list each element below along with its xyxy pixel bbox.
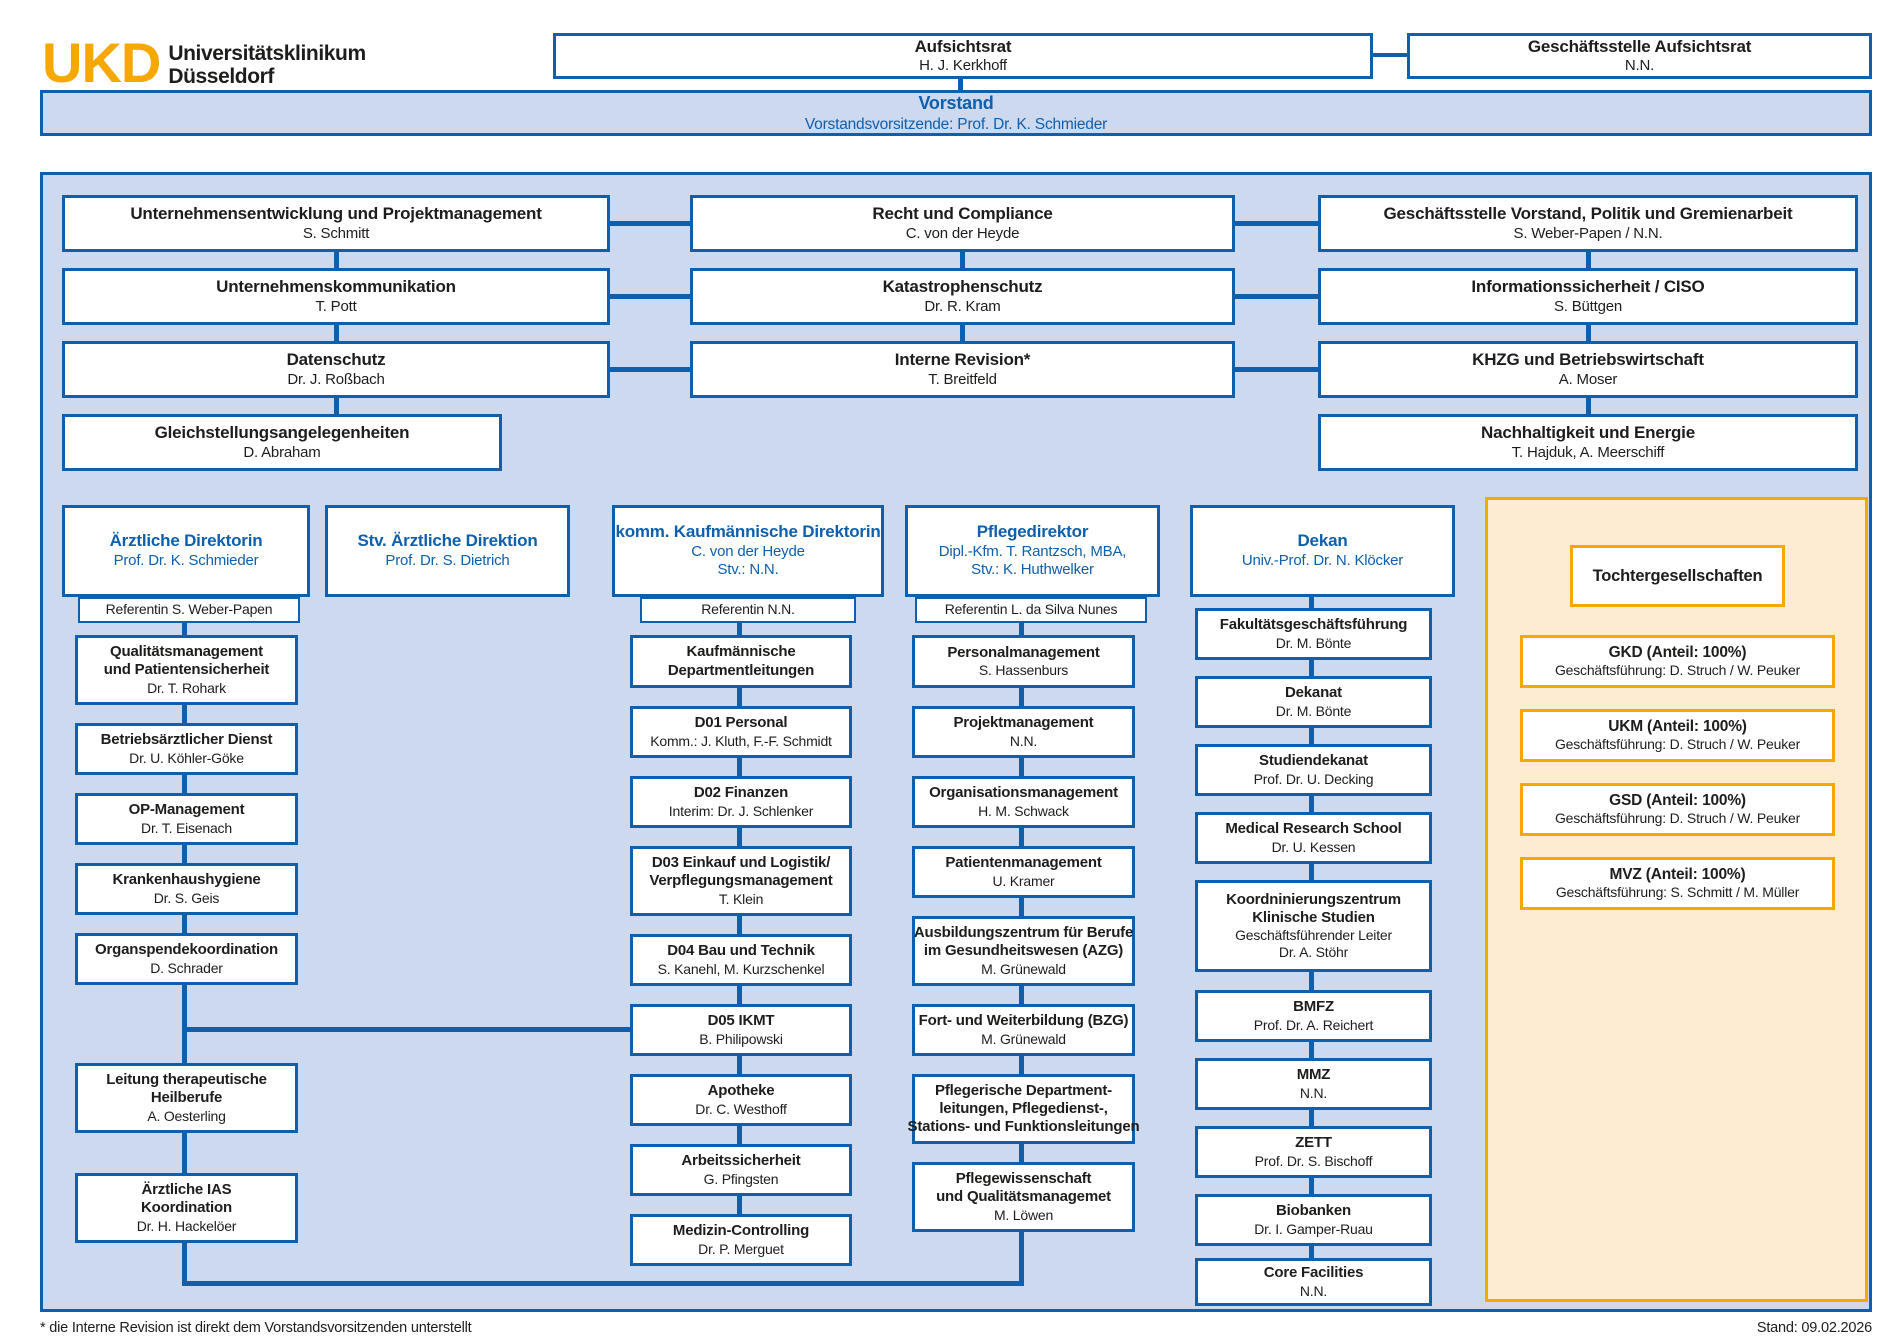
connector-grid-horizontal — [1235, 367, 1318, 372]
connector-grid-vertical — [1586, 398, 1591, 414]
connector-aufsichtsrat-geschaeftsstelle — [1373, 53, 1407, 57]
staff-box: Unternehmensentwicklung und Projektmanag… — [62, 195, 610, 252]
geschaeftsstelle-name: N.N. — [1624, 57, 1655, 75]
aufsichtsrat-box: Aufsichtsrat H. J. Kerkhoff — [553, 33, 1373, 79]
department-box: Fort- und Weiterbildung (BZG)M. Grünewal… — [912, 1004, 1135, 1056]
aufsichtsrat-name: H. J. Kerkhoff — [919, 57, 1007, 75]
referentin-box: Referentin N.N. — [640, 597, 856, 623]
subsidiary-box: MVZ (Anteil: 100%)Geschäftsführung: S. S… — [1520, 857, 1835, 910]
vorstand-bar: Vorstand Vorstandsvorsitzende: Prof. Dr.… — [40, 90, 1872, 136]
vorstand-title: Vorstand — [918, 93, 994, 114]
subsidiary-box: UKM (Anteil: 100%)Geschäftsführung: D. S… — [1520, 709, 1835, 762]
department-box: Pflegerische Department-leitungen, Pfleg… — [908, 1074, 1140, 1144]
connector-ikmt-branch — [184, 1027, 632, 1032]
aufsichtsrat-title: Aufsichtsrat — [914, 37, 1012, 56]
subsidiaries-title-box: Tochtergesellschaften — [1570, 545, 1785, 607]
geschaeftsstelle-aufsichtsrat-box: Geschäftsstelle Aufsichtsrat N.N. — [1407, 33, 1872, 79]
referentin-box: Referentin S. Weber-Papen — [78, 597, 300, 623]
connector-column-spine — [737, 595, 742, 1240]
geschaeftsstelle-title: Geschäftsstelle Aufsichtsrat — [1527, 37, 1752, 56]
department-box: D03 Einkauf und Logistik/Verpflegungsman… — [630, 846, 852, 916]
ukd-logo-abbr: UKD — [42, 31, 161, 94]
connector-bottom-link — [182, 1281, 1024, 1286]
connector-grid-vertical — [960, 325, 965, 341]
connector-aufsichtsrat-vorstand — [958, 78, 963, 91]
connector-grid-vertical — [960, 252, 965, 268]
vorstand-subtitle: Vorstandsvorsitzende: Prof. Dr. K. Schmi… — [804, 115, 1108, 133]
connector-grid-horizontal — [1235, 294, 1318, 299]
connector-grid-vertical — [1586, 325, 1591, 341]
staff-box: Geschäftsstelle Vorstand, Politik und Gr… — [1318, 195, 1858, 252]
referentin-box: Referentin L. da Silva Nunes — [915, 597, 1147, 623]
connector-grid-horizontal — [1235, 221, 1318, 226]
connector-grid-horizontal — [610, 367, 690, 372]
connector-grid-horizontal — [610, 221, 690, 226]
stand-date: Stand: 09.02.2026 — [1756, 1320, 1872, 1336]
ukd-logo-text: Universitätsklinikum Düsseldorf — [168, 42, 366, 89]
connector-grid-vertical — [334, 252, 339, 268]
connector-grid-vertical — [334, 398, 339, 414]
subsidiary-box: GSD (Anteil: 100%)Geschäftsführung: D. S… — [1520, 783, 1835, 836]
subsidiaries-title: Tochtergesellschaften — [1592, 566, 1763, 585]
staff-box: Interne Revision*T. Breitfeld — [690, 341, 1235, 398]
connector-grid-vertical — [1586, 252, 1591, 268]
ukd-logo: UKD Universitätsklinikum Düsseldorf — [42, 31, 366, 94]
connector-grid-vertical — [334, 325, 339, 341]
footnote-interne-revision: * die Interne Revision ist direkt dem Vo… — [40, 1320, 472, 1336]
subsidiary-box: GKD (Anteil: 100%)Geschäftsführung: D. S… — [1520, 635, 1835, 688]
connector-grid-horizontal — [610, 294, 690, 299]
